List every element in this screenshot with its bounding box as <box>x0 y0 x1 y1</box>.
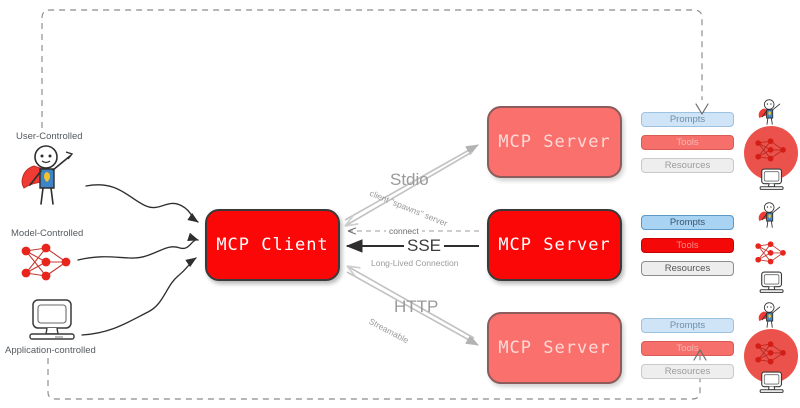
neural-network-icon <box>755 138 786 162</box>
stdio-arrow-to-server <box>344 144 479 221</box>
mcp-client-label: MCP Client <box>216 235 329 255</box>
neural-network-icon <box>755 241 786 265</box>
actor-stack-1 <box>744 99 798 190</box>
computer-icon <box>759 168 784 190</box>
transport-sublabel-sse: Long-Lived Connection <box>371 258 459 268</box>
capability-pill-tools[interactable]: Tools <box>641 135 734 150</box>
actor-to-client-wires <box>77 184 199 336</box>
neural-network-icon <box>755 341 786 365</box>
actor-stack-3 <box>744 302 798 393</box>
superhero-icon <box>758 202 781 228</box>
wire-app-to-client <box>81 257 197 336</box>
user-control-loop-line <box>41 9 703 128</box>
mcp-server-node-1[interactable]: MCP Server <box>487 106 622 178</box>
capability-pill-prompts[interactable]: Prompts <box>641 318 734 333</box>
capability-group-3: Prompts Tools Resources <box>641 318 734 379</box>
superhero-icon <box>21 145 74 205</box>
capability-pill-resources[interactable]: Resources <box>641 364 734 379</box>
capability-group-2: Prompts Tools Resources <box>641 215 734 276</box>
neural-network-icon <box>21 243 71 281</box>
capability-pill-prompts[interactable]: Prompts <box>641 215 734 230</box>
wire-user-to-client <box>85 184 199 223</box>
transport-label-stdio: Stdio <box>390 170 429 189</box>
capability-pill-tools[interactable]: Tools <box>641 341 734 356</box>
http-transport-line <box>346 266 479 346</box>
transport-label-sse: SSE <box>404 236 445 256</box>
highlight-circle <box>744 329 798 383</box>
stdio-transport-line <box>344 144 479 226</box>
mcp-server-node-2[interactable]: MCP Server <box>487 209 622 281</box>
computer-icon <box>29 299 75 340</box>
actor-label-application: Application-controlled <box>5 345 96 356</box>
http-arrow-to-server <box>346 271 479 346</box>
application-control-loop-line <box>47 356 701 400</box>
stdio-arrow-to-client <box>345 151 473 226</box>
highlight-circle <box>744 126 798 180</box>
actor-label-model: Model-Controlled <box>11 228 84 239</box>
mcp-server-node-3[interactable]: MCP Server <box>487 312 622 384</box>
wire-model-to-client <box>77 232 199 261</box>
superhero-icon <box>758 99 781 125</box>
transport-label-http: HTTP <box>394 297 439 316</box>
sse-connect-label: connect <box>386 226 422 236</box>
mcp-server-label: MCP Server <box>498 132 611 152</box>
computer-icon <box>759 371 784 393</box>
superhero-icon <box>758 302 781 328</box>
mcp-server-label: MCP Server <box>498 235 611 255</box>
computer-icon <box>759 271 784 293</box>
capability-pill-resources[interactable]: Resources <box>641 261 734 276</box>
actor-label-user: User-Controlled <box>16 131 83 142</box>
capability-pill-prompts[interactable]: Prompts <box>641 112 734 127</box>
http-arrow-to-client <box>347 266 475 339</box>
capability-pill-tools[interactable]: Tools <box>641 238 734 253</box>
mcp-client-node[interactable]: MCP Client <box>205 209 340 281</box>
capability-pill-resources[interactable]: Resources <box>641 158 734 173</box>
mcp-server-label: MCP Server <box>498 338 611 358</box>
capability-group-1: Prompts Tools Resources <box>641 112 734 173</box>
actor-stack-2 <box>755 202 786 293</box>
